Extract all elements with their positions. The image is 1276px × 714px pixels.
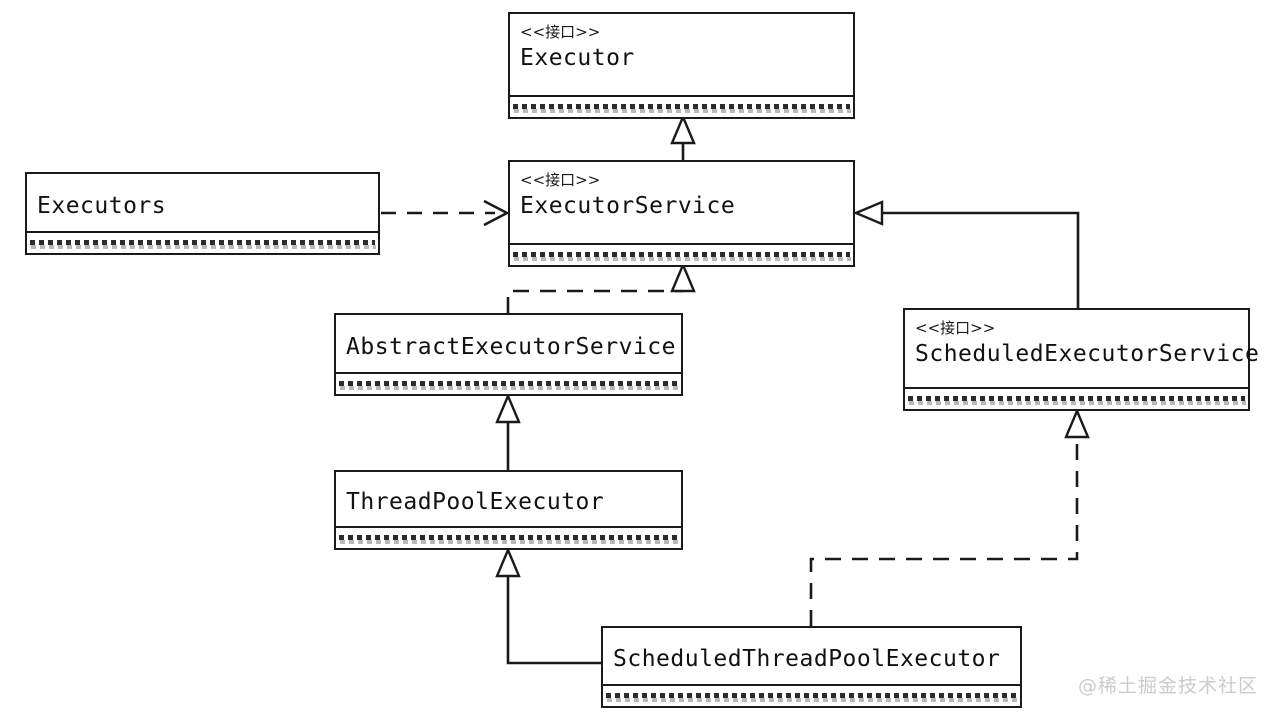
uml-members-compartment	[510, 243, 853, 265]
edge-threadpool-extends-abstract	[495, 392, 521, 470]
members-dash-rule	[513, 252, 850, 257]
members-dash-shadow	[340, 386, 679, 390]
uml-class-header: ScheduledThreadPoolExecutor	[603, 628, 1020, 684]
members-dash-shadow	[909, 401, 1246, 405]
edge-scheduledthreadpool-extends-threadpool	[495, 546, 601, 665]
uml-members-compartment	[603, 684, 1020, 706]
uml-class-header: ThreadPoolExecutor	[336, 472, 681, 526]
class-name-label: ThreadPoolExecutor	[346, 489, 605, 515]
uml-class-body: Executors	[27, 174, 378, 253]
uml-class-header: Executors	[27, 174, 378, 231]
uml-class-body: AbstractExecutorService	[336, 315, 681, 394]
members-dash-shadow	[514, 257, 851, 261]
uml-class-body: <<接口>> ScheduledExecutorService	[905, 310, 1260, 409]
members-dash-shadow	[607, 698, 1018, 702]
uml-class-body: ThreadPoolExecutor	[336, 472, 681, 548]
class-name-label: Executor	[520, 45, 635, 71]
members-dash-shadow	[31, 245, 376, 249]
class-name-label: ScheduledExecutorService	[915, 341, 1260, 367]
members-dash-rule	[513, 104, 850, 109]
members-dash-rule	[339, 381, 678, 386]
edge-scheduledthreadpool-implements-scheduledexecutorservice	[809, 407, 1090, 626]
uml-class-scheduled-executor-service[interactable]: <<接口>> ScheduledExecutorService	[903, 308, 1260, 411]
uml-class-abstract-executor-service[interactable]: AbstractExecutorService	[334, 313, 683, 396]
edge-executors-depends-executorservice	[381, 199, 510, 227]
edge-abstract-implements-executorservice	[506, 261, 696, 313]
uml-class-header: <<接口>> ExecutorService	[510, 162, 853, 243]
uml-class-scheduled-thread-pool-executor[interactable]: ScheduledThreadPoolExecutor	[601, 626, 1022, 708]
members-dash-shadow	[514, 109, 851, 113]
members-dash-rule	[606, 693, 1017, 698]
edge-scheduledexecutorservice-extends-executorservice	[852, 200, 1080, 308]
uml-class-header: <<接口>> ScheduledExecutorService	[905, 310, 1260, 387]
stereotype-label: <<接口>>	[520, 171, 601, 189]
class-name-label: Executors	[37, 192, 167, 219]
class-name-label: ScheduledThreadPoolExecutor	[613, 646, 1001, 672]
uml-class-executor-service[interactable]: <<接口>> ExecutorService	[508, 160, 855, 267]
uml-members-compartment	[336, 526, 681, 548]
members-dash-rule	[339, 535, 678, 540]
class-name-label: ExecutorService	[520, 193, 736, 219]
stereotype-label: <<接口>>	[915, 319, 996, 337]
uml-members-compartment	[905, 387, 1248, 409]
uml-class-thread-pool-executor[interactable]: ThreadPoolExecutor	[334, 470, 683, 550]
watermark-label: @稀土掘金技术社区	[1077, 675, 1258, 697]
class-name-label: AbstractExecutorService	[346, 333, 676, 360]
uml-class-body: ScheduledThreadPoolExecutor	[603, 628, 1020, 706]
members-dash-shadow	[340, 540, 679, 544]
uml-members-compartment	[336, 372, 681, 394]
edge-executorservice-extends-executor	[670, 113, 696, 160]
uml-class-body: <<接口>> Executor	[510, 14, 853, 117]
uml-members-compartment	[27, 231, 378, 253]
members-dash-rule	[30, 240, 375, 245]
uml-class-executor[interactable]: <<接口>> Executor	[508, 12, 855, 119]
members-dash-rule	[908, 396, 1245, 401]
uml-class-header: AbstractExecutorService	[336, 315, 681, 372]
uml-class-executors[interactable]: Executors	[25, 172, 380, 255]
uml-class-header: <<接口>> Executor	[510, 14, 853, 95]
uml-members-compartment	[510, 95, 853, 117]
stereotype-label: <<接口>>	[520, 23, 601, 41]
uml-class-body: <<接口>> ExecutorService	[510, 162, 853, 265]
